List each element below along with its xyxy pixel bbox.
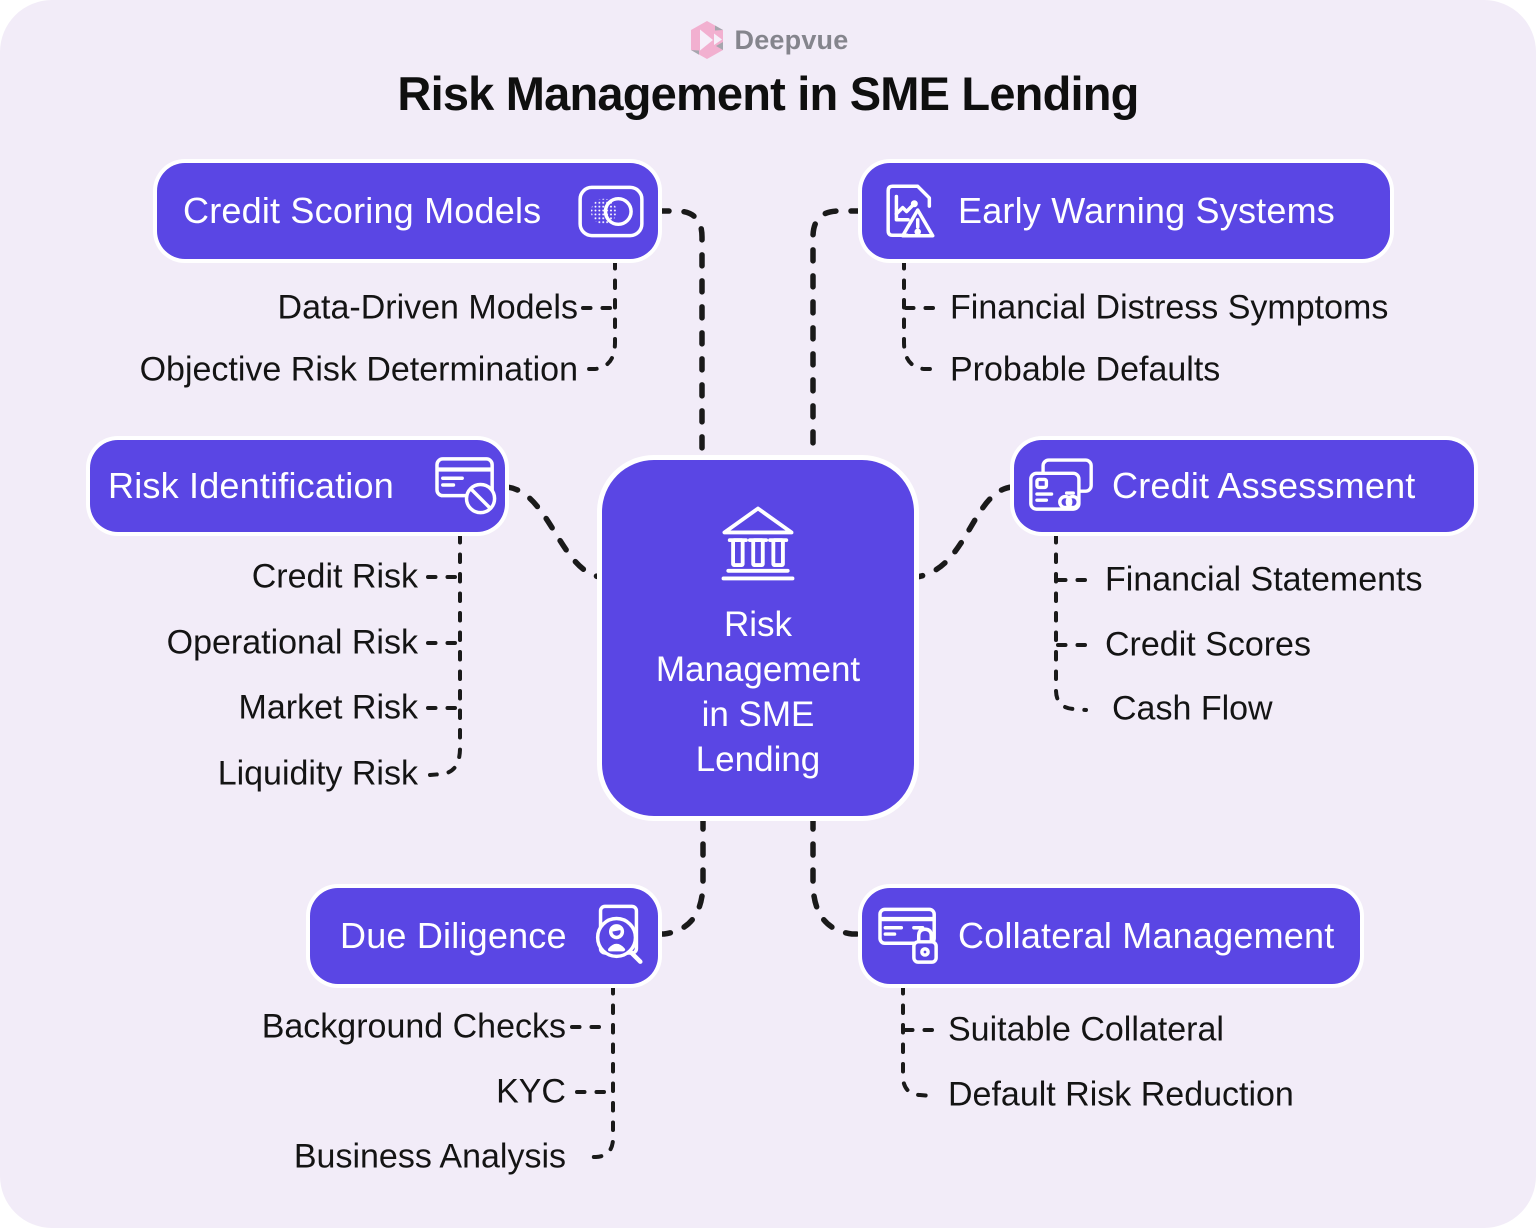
leaf-probable-defaults: Probable Defaults xyxy=(950,350,1221,389)
node-early-warning-systems: Early Warning Systems xyxy=(862,163,1390,259)
leaf-financial-distress-symptoms: Financial Distress Symptoms xyxy=(950,288,1389,327)
node-credit-assessment: Credit Assessment xyxy=(1014,440,1474,532)
leaf-line-early-warning xyxy=(902,259,938,371)
leaf-credit-risk: Credit Risk xyxy=(251,557,418,596)
node-risk-identification: Risk Identification xyxy=(90,440,505,532)
leaf-default-risk-reduction: Default Risk Reduction xyxy=(948,1075,1294,1114)
node-label-risk-identification: Risk Identification xyxy=(108,465,394,506)
leaf-line-credit-scoring xyxy=(582,259,617,371)
leaf-line-collateral xyxy=(901,984,934,1098)
leaf-market-risk: Market Risk xyxy=(238,688,418,727)
node-label-early-warning-systems: Early Warning Systems xyxy=(958,190,1335,231)
leaf-connectors xyxy=(426,259,1090,1159)
node-label-due-diligence: Due Diligence xyxy=(340,915,567,956)
node-due-diligence: Due Diligence xyxy=(310,888,658,984)
node-label-credit-assessment: Credit Assessment xyxy=(1112,465,1416,506)
leaf-background-checks: Background Checks xyxy=(261,1007,566,1046)
card-blocked-icon xyxy=(435,456,499,516)
brand-name: Deepvue xyxy=(734,24,849,55)
brand-logo: Deepvue xyxy=(0,20,1536,60)
connector-center-to-due-diligence xyxy=(656,815,706,937)
bank-icon xyxy=(712,500,804,586)
center-node-label: Risk Management in SME Lending xyxy=(656,602,860,782)
connector-risk-identification-to-center xyxy=(504,484,603,580)
leaf-kyc: KYC xyxy=(496,1072,566,1111)
node-credit-scoring-models: Credit Scoring Models xyxy=(157,163,658,259)
leaf-liquidity-risk: Liquidity Risk xyxy=(217,754,418,793)
leaf-objective-risk-determination: Objective Risk Determination xyxy=(139,350,578,389)
center-node: Risk Management in SME Lending xyxy=(602,460,914,816)
leaf-line-credit-assessment xyxy=(1054,533,1088,712)
connector-credit-scoring-to-center xyxy=(655,208,705,461)
leaf-cash-flow: Cash Flow xyxy=(1112,689,1273,728)
connector-early-warning-to-center xyxy=(810,208,865,461)
leaf-business-analysis: Business Analysis xyxy=(293,1137,566,1176)
main-branch-connectors xyxy=(504,208,1015,937)
connector-center-to-collateral xyxy=(810,815,860,937)
node-collateral-management: Collateral Management xyxy=(862,888,1360,984)
credit-cards-icon xyxy=(1028,457,1094,516)
leaf-line-due-diligence xyxy=(582,984,615,1159)
node-label-collateral-management: Collateral Management xyxy=(958,915,1335,956)
card-lock-icon xyxy=(878,906,942,966)
page-title: Risk Management in SME Lending xyxy=(397,67,1139,120)
leaf-credit-scores: Credit Scores xyxy=(1105,625,1311,664)
overlapping-coins-card-icon xyxy=(578,185,644,238)
node-label-credit-scoring-models: Credit Scoring Models xyxy=(183,190,542,231)
leaf-suitable-collateral: Suitable Collateral xyxy=(948,1010,1224,1049)
deepvue-hexagon-icon xyxy=(690,21,723,59)
connector-credit-assessment-to-center xyxy=(913,484,1015,580)
leaf-line-risk-identification xyxy=(428,533,462,777)
center-label-line: Risk xyxy=(723,605,793,644)
leaf-operational-risk: Operational Risk xyxy=(166,623,418,662)
center-label-line: Lending xyxy=(695,740,821,779)
report-alert-icon xyxy=(878,180,940,242)
leaf-data-driven-models: Data-Driven Models xyxy=(277,288,578,327)
center-label-line: Management xyxy=(655,650,861,689)
leaf-financial-statements: Financial Statements xyxy=(1105,560,1423,599)
profile-search-icon xyxy=(586,903,650,969)
center-label-line: in SME xyxy=(701,695,815,734)
